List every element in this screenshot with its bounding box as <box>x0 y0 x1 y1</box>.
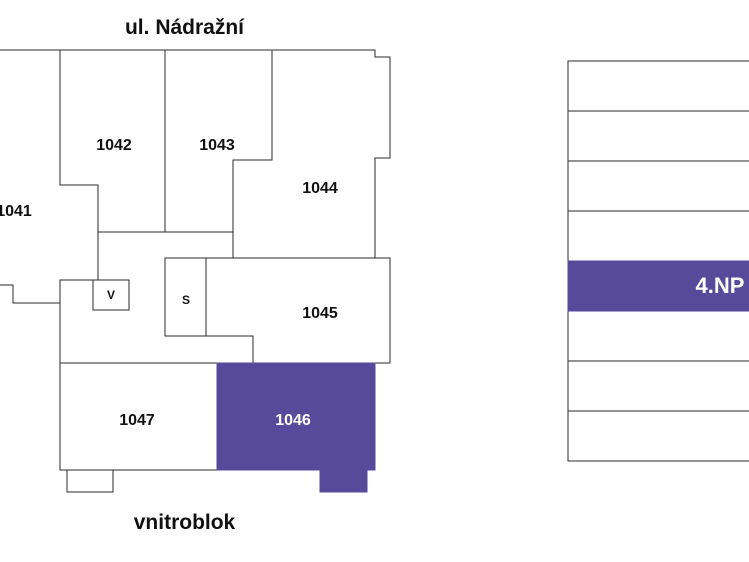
unit-label-1041: 1041 <box>0 203 32 220</box>
lift-label: V <box>107 288 115 302</box>
unit-label-1047: 1047 <box>119 412 155 429</box>
unit-1046-highlight[interactable] <box>216 362 376 493</box>
unit-label-1043: 1043 <box>199 137 235 154</box>
wall-1043-1044 <box>232 50 273 258</box>
floor-selector: 4.NP <box>567 60 749 462</box>
unit-label-1042: 1042 <box>96 137 132 154</box>
staircase-label: S <box>182 293 190 307</box>
floor-row[interactable] <box>567 410 749 462</box>
street-label-bottom: vnitroblok <box>133 511 236 534</box>
floor-row[interactable] <box>567 60 749 112</box>
unit-outline-1041[interactable] <box>0 49 99 303</box>
floor-row[interactable] <box>567 360 749 412</box>
lift-outline <box>92 279 130 311</box>
building-outline <box>0 49 391 471</box>
floor-label-selected: 4.NP <box>696 273 745 298</box>
floor-row-selected[interactable] <box>567 260 749 312</box>
wall-1045-bottom <box>206 335 375 364</box>
floor-row[interactable] <box>567 210 749 262</box>
floor-row[interactable] <box>567 160 749 212</box>
unit-label-1044: 1044 <box>302 180 338 197</box>
floor-row[interactable] <box>567 110 749 162</box>
unit-outline-1047-bottom <box>60 469 114 493</box>
street-label-top: ul. Nádražní <box>124 16 245 39</box>
unit-label-1046: 1046 <box>275 412 311 429</box>
unit-label-1045: 1045 <box>302 305 338 322</box>
floor-row[interactable] <box>567 310 749 362</box>
